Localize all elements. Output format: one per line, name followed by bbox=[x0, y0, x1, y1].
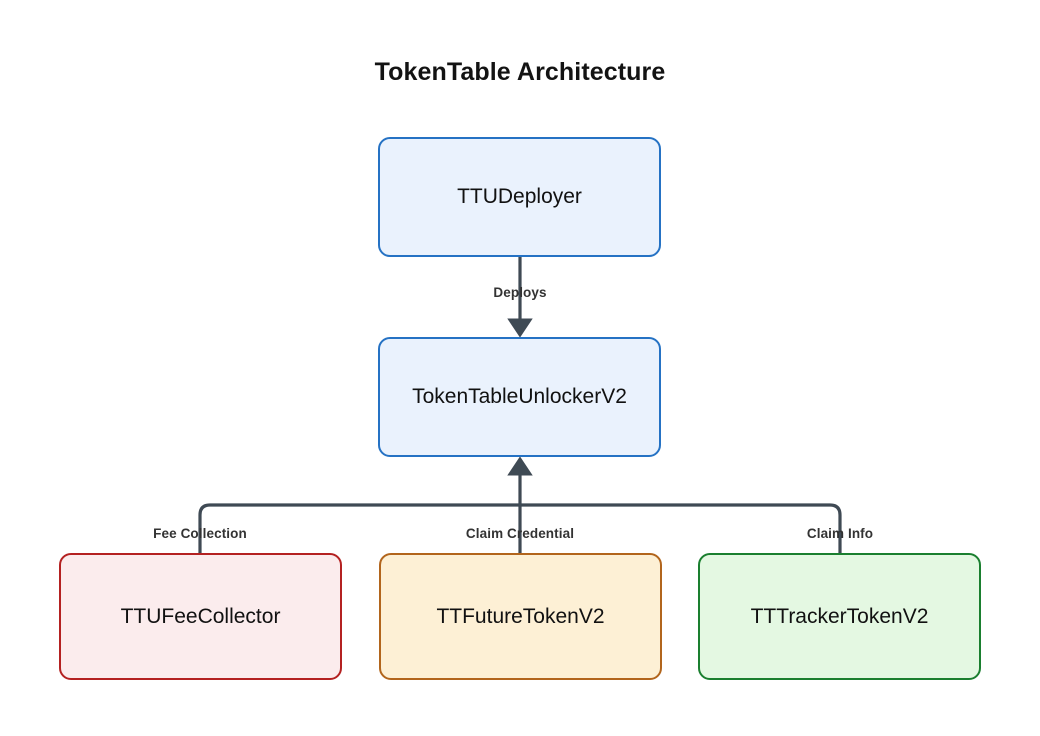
node-label: TTUDeployer bbox=[457, 185, 582, 209]
node-tttrackertokenv2[interactable]: TTTrackerTokenV2 bbox=[698, 553, 981, 680]
node-label: TTUFeeCollector bbox=[120, 604, 281, 628]
edge-label-claim-info: Claim Info bbox=[806, 526, 874, 541]
edge-label-fee-collection: Fee Collection bbox=[153, 526, 247, 541]
edge-label-deploys: Deploys bbox=[493, 285, 547, 300]
node-tokentableunlockerv2[interactable]: TokenTableUnlockerV2 bbox=[378, 337, 661, 457]
node-ttfuturetokenv2[interactable]: TTFutureTokenV2 bbox=[379, 553, 662, 680]
node-ttudeployer[interactable]: TTUDeployer bbox=[378, 137, 661, 257]
page-title: TokenTable Architecture bbox=[374, 58, 666, 86]
edge-label-claim-credential: Claim Credential bbox=[465, 526, 575, 541]
node-ttufeecollector[interactable]: TTUFeeCollector bbox=[59, 553, 342, 680]
node-label: TokenTableUnlockerV2 bbox=[412, 385, 627, 409]
node-label: TTTrackerTokenV2 bbox=[750, 604, 929, 628]
node-label: TTFutureTokenV2 bbox=[436, 604, 605, 628]
